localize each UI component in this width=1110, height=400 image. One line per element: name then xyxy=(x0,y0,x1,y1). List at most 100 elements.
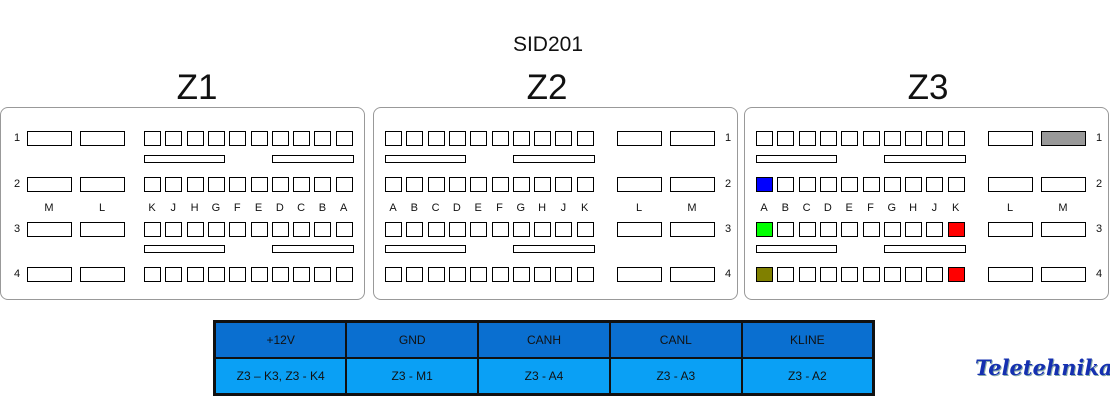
pin-z3-l3 xyxy=(988,222,1033,237)
teletehnika-logo: Teletehnika xyxy=(975,355,1110,380)
pin-z1-f1 xyxy=(229,131,247,146)
pin-column-label: E xyxy=(254,202,263,214)
pin-z2-a2 xyxy=(385,177,402,192)
pin-column-label: H xyxy=(190,202,199,214)
pin-column-label: A xyxy=(389,202,397,214)
pin-z1-g3 xyxy=(207,222,225,237)
pin-z3-m2 xyxy=(1041,177,1086,192)
pin-z1-k2 xyxy=(144,177,161,192)
pin-z1-d2 xyxy=(271,177,289,192)
pin-z2-b3 xyxy=(406,222,424,237)
pin-z3-c2 xyxy=(798,177,816,192)
pin-column-label: B xyxy=(781,202,789,214)
pin-z3-d4 xyxy=(819,267,837,282)
pin-z3-m3 xyxy=(1041,222,1086,237)
pin-z3-b4 xyxy=(777,267,795,282)
pin-z1-j4 xyxy=(165,267,183,282)
pin-z3-g3 xyxy=(883,222,901,237)
pin-column-label: B xyxy=(318,202,327,214)
row-number: 3 xyxy=(725,223,732,235)
pin-z3-l4 xyxy=(988,267,1033,282)
pin-z2-e3 xyxy=(470,222,488,237)
header-gnd: GND xyxy=(345,320,480,359)
pin-z1-k1 xyxy=(144,131,161,146)
pin-column-label: J xyxy=(560,202,567,214)
pin-column-label: F xyxy=(496,202,503,214)
pin-z3-a4 xyxy=(756,267,773,282)
pin-z3-e2 xyxy=(841,177,859,192)
keying-bar xyxy=(144,245,225,253)
pin-z3-m4 xyxy=(1041,267,1086,282)
keying-bar xyxy=(756,155,837,163)
pin-z1-a4 xyxy=(335,267,353,282)
pin-z2-a4 xyxy=(385,267,402,282)
pin-z2-m3 xyxy=(670,222,715,237)
pin-column-label: C xyxy=(802,202,811,214)
pin-z3-a3 xyxy=(756,222,773,237)
header-canl: CANL xyxy=(608,320,743,359)
keying-bar xyxy=(513,155,595,163)
keying-bar xyxy=(385,155,466,163)
value-gnd: Z3 - M1 xyxy=(345,357,480,396)
keying-bar xyxy=(144,155,225,163)
pin-column-label: G xyxy=(211,202,221,214)
pin-z2-m1 xyxy=(670,131,715,146)
pin-column-label: A xyxy=(340,202,348,214)
row-number: 3 xyxy=(1096,223,1103,235)
pin-column-label: B xyxy=(410,202,418,214)
pin-z3-b3 xyxy=(777,222,795,237)
pin-column-label: F xyxy=(867,202,874,214)
pin-z2-j3 xyxy=(555,222,573,237)
pin-z1-e2 xyxy=(250,177,268,192)
value-12v: Z3 – K3, Z3 - K4 xyxy=(213,357,348,396)
pin-z2-f4 xyxy=(491,267,509,282)
pin-z3-g2 xyxy=(883,177,901,192)
pin-z3-k3 xyxy=(947,222,965,237)
pin-column-label: D xyxy=(452,202,461,214)
pin-z1-b3 xyxy=(314,222,332,237)
row-number: 2 xyxy=(1096,178,1103,190)
pin-z1-d4 xyxy=(271,267,289,282)
pin-column-label: G xyxy=(516,202,526,214)
pin-z1-h4 xyxy=(186,267,204,282)
pin-z2-d2 xyxy=(448,177,466,192)
pin-z1-c2 xyxy=(293,177,311,192)
row-number: 1 xyxy=(1096,132,1103,144)
pin-z2-g4 xyxy=(512,267,530,282)
zone-title-z1: Z1 xyxy=(176,68,218,107)
value-kline: Z3 - A2 xyxy=(740,357,875,396)
diagram-title: SID201 xyxy=(512,33,584,56)
keying-bar xyxy=(756,245,837,253)
row-number: 3 xyxy=(14,223,21,235)
value-canh: Z3 - A4 xyxy=(477,357,611,396)
header-kline: KLINE xyxy=(740,320,875,359)
pin-z1-c1 xyxy=(293,131,311,146)
pin-z2-c2 xyxy=(427,177,445,192)
pin-z3-h1 xyxy=(905,131,923,146)
pin-z1-j2 xyxy=(165,177,183,192)
pin-z3-b2 xyxy=(777,177,795,192)
pin-z3-k2 xyxy=(947,177,965,192)
pin-column-label: H xyxy=(909,202,918,214)
pin-z2-b4 xyxy=(406,267,424,282)
row-number: 4 xyxy=(725,268,732,280)
pin-z1-d1 xyxy=(271,131,289,146)
pin-z2-g1 xyxy=(512,131,530,146)
pin-column-label: E xyxy=(474,202,482,214)
pin-z3-d3 xyxy=(819,222,837,237)
pin-z1-l2 xyxy=(80,177,125,192)
pin-z2-a1 xyxy=(385,131,402,146)
pin-column-label: L xyxy=(1006,202,1014,214)
row-number: 2 xyxy=(725,178,732,190)
pin-z2-l4 xyxy=(617,267,662,282)
pin-z1-m1 xyxy=(27,131,72,146)
pin-z2-c4 xyxy=(427,267,445,282)
pin-z3-a2 xyxy=(756,177,773,192)
pin-z1-j1 xyxy=(165,131,183,146)
pin-z2-k2 xyxy=(576,177,594,192)
pin-z2-l3 xyxy=(617,222,662,237)
pin-z3-f3 xyxy=(862,222,880,237)
keying-bar xyxy=(513,245,595,253)
